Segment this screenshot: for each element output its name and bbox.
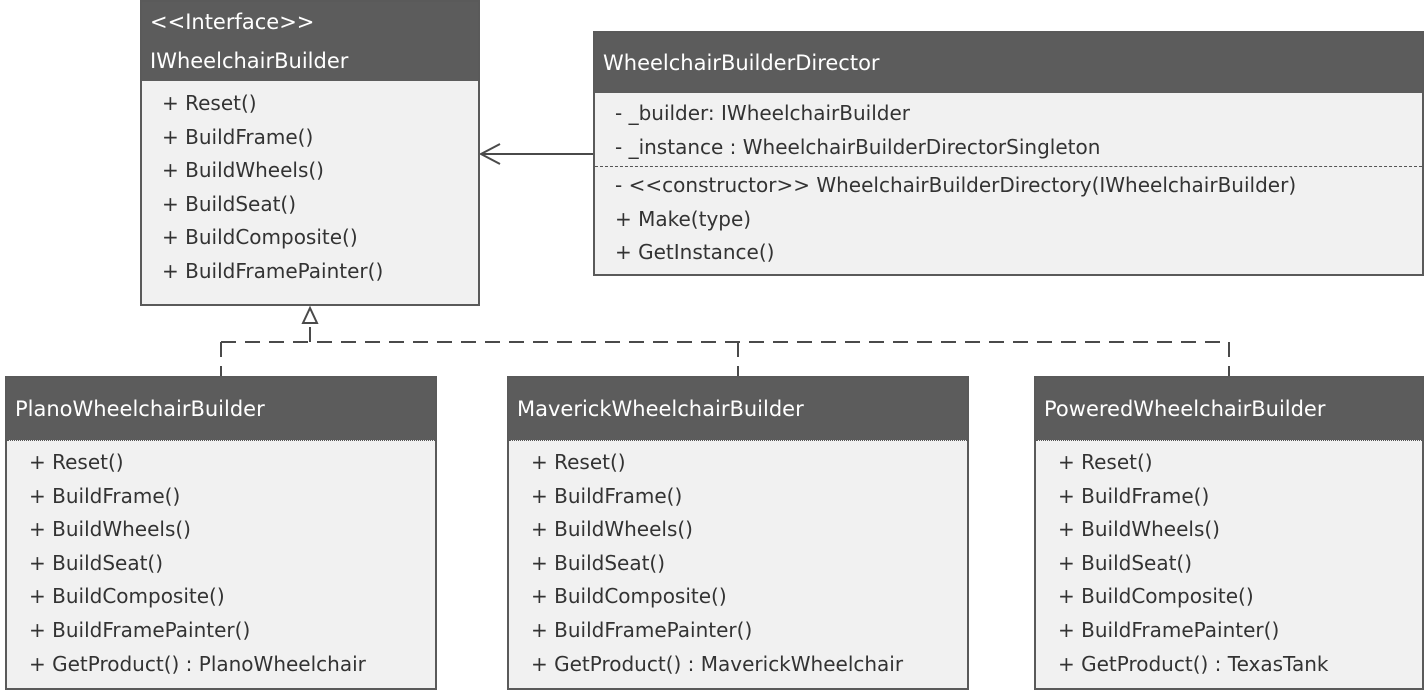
- plano-method: + BuildWheels(): [29, 517, 191, 542]
- maverick-method: + GetProduct() : MaverickWheelchair: [531, 651, 904, 676]
- plano-class-box[interactable]: PlanoWheelchairBuilder + Reset() + Build…: [5, 376, 437, 690]
- interface-method: + BuildFramePainter(): [162, 258, 384, 283]
- powered-method: + BuildFrame(): [1058, 483, 1210, 508]
- powered-method: + BuildComposite(): [1058, 584, 1254, 609]
- powered-method: + BuildSeat(): [1058, 550, 1193, 575]
- plano-method: + BuildFrame(): [29, 483, 181, 508]
- interface-stereotype: <<Interface>>: [150, 10, 315, 34]
- realization-connector: [220, 323, 1230, 376]
- director-class-box[interactable]: WheelchairBuilderDirector - _builder: IW…: [593, 31, 1424, 276]
- powered-name: PoweredWheelchairBuilder: [1044, 397, 1326, 421]
- powered-method: + GetProduct() : TexasTank: [1058, 651, 1329, 676]
- director-section-divider: [595, 166, 1422, 168]
- interface-method: + BuildWheels(): [162, 158, 324, 183]
- plano-method: + BuildSeat(): [29, 550, 164, 575]
- powered-method: + BuildWheels(): [1058, 517, 1220, 542]
- interface-method: + BuildSeat(): [162, 191, 297, 216]
- powered-method: + BuildFramePainter(): [1058, 617, 1280, 642]
- director-fields: - _builder: IWheelchairBuilder - _instan…: [595, 93, 1422, 166]
- maverick-method: + BuildSeat(): [531, 550, 666, 575]
- plano-method: + Reset(): [29, 450, 124, 474]
- interface-class-box[interactable]: <<Interface>> IWheelchairBuilder + Reset…: [140, 0, 480, 306]
- interface-method: + BuildComposite(): [162, 225, 358, 250]
- maverick-methods: + Reset() + BuildFrame() + BuildWheels()…: [509, 441, 967, 685]
- plano-method: + BuildComposite(): [29, 584, 225, 609]
- interface-method: + BuildFrame(): [162, 124, 314, 149]
- powered-header: PoweredWheelchairBuilder: [1036, 378, 1422, 440]
- maverick-header: MaverickWheelchairBuilder: [509, 378, 967, 440]
- director-method: - <<constructor>> WheelchairBuilderDirec…: [615, 173, 1297, 198]
- maverick-method: + BuildComposite(): [531, 584, 727, 609]
- interface-header: <<Interface>> IWheelchairBuilder: [142, 2, 478, 81]
- plano-methods: + Reset() + BuildFrame() + BuildWheels()…: [7, 441, 435, 685]
- director-methods: - <<constructor>> WheelchairBuilderDirec…: [595, 167, 1422, 274]
- plano-name: PlanoWheelchairBuilder: [15, 397, 265, 421]
- plano-method: + BuildFramePainter(): [29, 617, 251, 642]
- maverick-name: MaverickWheelchairBuilder: [517, 397, 804, 421]
- director-method: + GetInstance(): [615, 240, 775, 265]
- realization-triangle-head: [301, 305, 319, 324]
- maverick-method: + BuildFramePainter(): [531, 617, 753, 642]
- maverick-class-box[interactable]: MaverickWheelchairBuilder + Reset() + Bu…: [507, 376, 969, 690]
- powered-section-divider: [1036, 440, 1422, 441]
- maverick-method: + BuildWheels(): [531, 517, 693, 542]
- maverick-method: + Reset(): [531, 450, 626, 474]
- director-field: - _builder: IWheelchairBuilder: [615, 101, 910, 125]
- plano-method: + GetProduct() : PlanoWheelchair: [29, 651, 366, 676]
- powered-methods: + Reset() + BuildFrame() + BuildWheels()…: [1036, 441, 1422, 685]
- plano-header: PlanoWheelchairBuilder: [7, 378, 435, 440]
- director-header: WheelchairBuilderDirector: [595, 33, 1422, 93]
- interface-method: + Reset(): [162, 91, 257, 115]
- interface-methods: + Reset() + BuildFrame() + BuildWheels()…: [142, 81, 478, 293]
- plano-section-divider: [7, 440, 435, 441]
- director-name: WheelchairBuilderDirector: [603, 51, 880, 75]
- powered-class-box[interactable]: PoweredWheelchairBuilder + Reset() + Bui…: [1034, 376, 1424, 690]
- powered-method: + Reset(): [1058, 450, 1153, 474]
- maverick-method: + BuildFrame(): [531, 483, 683, 508]
- association-arrowhead: [478, 143, 501, 165]
- maverick-section-divider: [509, 440, 967, 441]
- director-method: + Make(type): [615, 206, 752, 231]
- interface-name: IWheelchairBuilder: [150, 49, 349, 73]
- director-field: - _instance : WheelchairBuilderDirectorS…: [615, 134, 1101, 159]
